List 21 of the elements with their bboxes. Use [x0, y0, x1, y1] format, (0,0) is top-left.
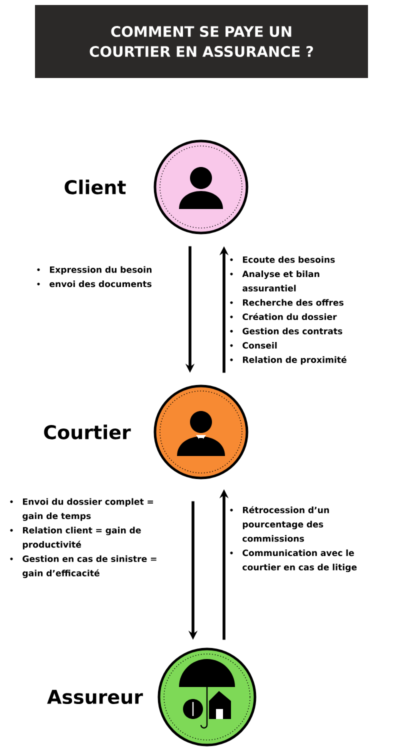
bullet-item: Relation de proximité — [230, 356, 346, 365]
node-label: Courtier — [44, 424, 131, 440]
bullet-item: Gestion des contrats — [230, 328, 342, 334]
bullet-item: Relation client = gain de productivité — [10, 526, 141, 550]
bullet-item: Communication avec le courtier en cas de litige — [230, 549, 357, 572]
bullet-item: Conseil — [230, 342, 277, 349]
icon-circle — [154, 140, 248, 234]
bullet-item: Ecoute des besoins — [230, 256, 335, 263]
bullet-item: Recherche des offres — [230, 299, 344, 306]
bullet-item: envoi des documents — [37, 280, 152, 288]
bullet-item: Rétrocession d’un pourcentage des commissions — [230, 506, 329, 542]
title-banner: COMMENT SE PAYE UN COURTIER EN ASSURANCE ? — [35, 5, 368, 78]
icon-circle — [154, 384, 248, 480]
icon-circle — [158, 648, 256, 746]
bullet-item: Gestion en cas de sinistre = gain d’efficacité — [10, 555, 156, 578]
node-label: Assureur — [47, 690, 143, 704]
bullet-item: Création du dossier — [230, 313, 337, 320]
bullet-item: Expression du besoin — [37, 266, 152, 275]
bullet-item: Envoi du dossier complet = gain de temps — [10, 498, 154, 521]
bullet-item: Analyse et bilan assurantiel — [230, 270, 320, 292]
node-label: Client — [64, 180, 126, 194]
